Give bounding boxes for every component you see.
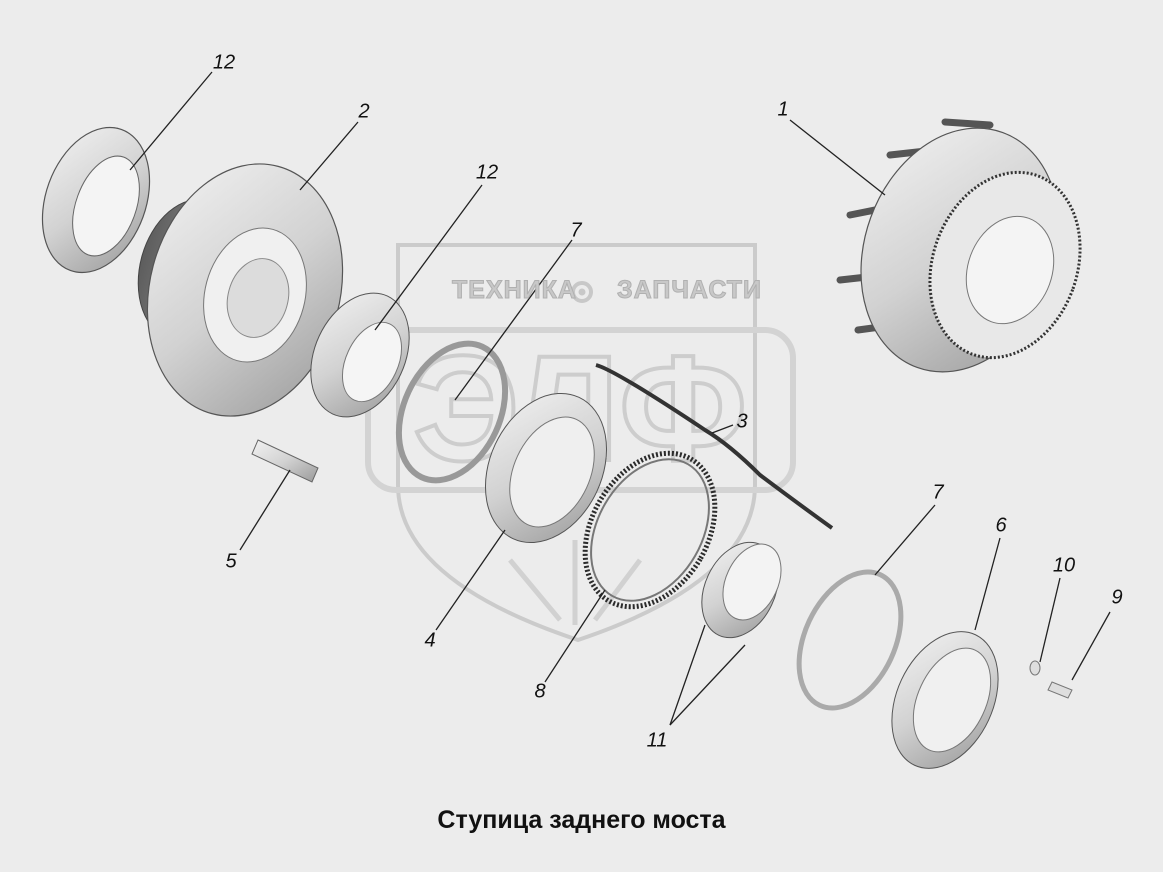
- diagram-caption: Ступица заднего моста: [437, 806, 726, 834]
- part-10-washer: [1029, 660, 1041, 676]
- part-12-bearing-outer: [41, 126, 151, 274]
- part-3-lock-plate: [595, 363, 834, 530]
- callout-5: 5: [225, 550, 237, 573]
- callout-11: 11: [646, 729, 668, 752]
- part-8-toothed-ring: [582, 450, 718, 610]
- watermark-brand-right: ЗАПЧАСТИ: [616, 276, 763, 305]
- gear-icon: [571, 281, 593, 303]
- callout-12-top: 12: [212, 51, 236, 74]
- callout-1: 1: [777, 98, 789, 121]
- callout-10: 10: [1052, 554, 1076, 577]
- part-6-cover: [891, 631, 999, 769]
- part-11-bushings: [701, 541, 782, 639]
- part-5-stud: [251, 439, 319, 483]
- watermark-brand-left: ТЕХНИКА: [452, 276, 577, 305]
- callout-2: 2: [358, 100, 370, 123]
- part-9-bolt: [1047, 681, 1073, 699]
- part-2-hub: [137, 163, 344, 417]
- part-7-gasket-top: [395, 340, 509, 484]
- callout-12-middle: 12: [475, 161, 499, 184]
- part-12-bearing-inner: [310, 292, 410, 418]
- part-7-gasket-bottom: [796, 569, 904, 711]
- part-4-ring: [484, 392, 608, 544]
- callout-3: 3: [736, 410, 748, 433]
- callout-7-bottom: 7: [932, 481, 944, 504]
- callout-6: 6: [995, 514, 1007, 537]
- callout-7-top: 7: [570, 219, 582, 242]
- watermark-shield: [396, 243, 757, 643]
- callout-8: 8: [534, 680, 546, 703]
- callout-9: 9: [1111, 586, 1123, 609]
- leader-lines: [129, 71, 1111, 726]
- callout-4: 4: [424, 629, 436, 652]
- watermark-bolts: [508, 540, 642, 625]
- part-1-hub-assembly: [836, 118, 1082, 373]
